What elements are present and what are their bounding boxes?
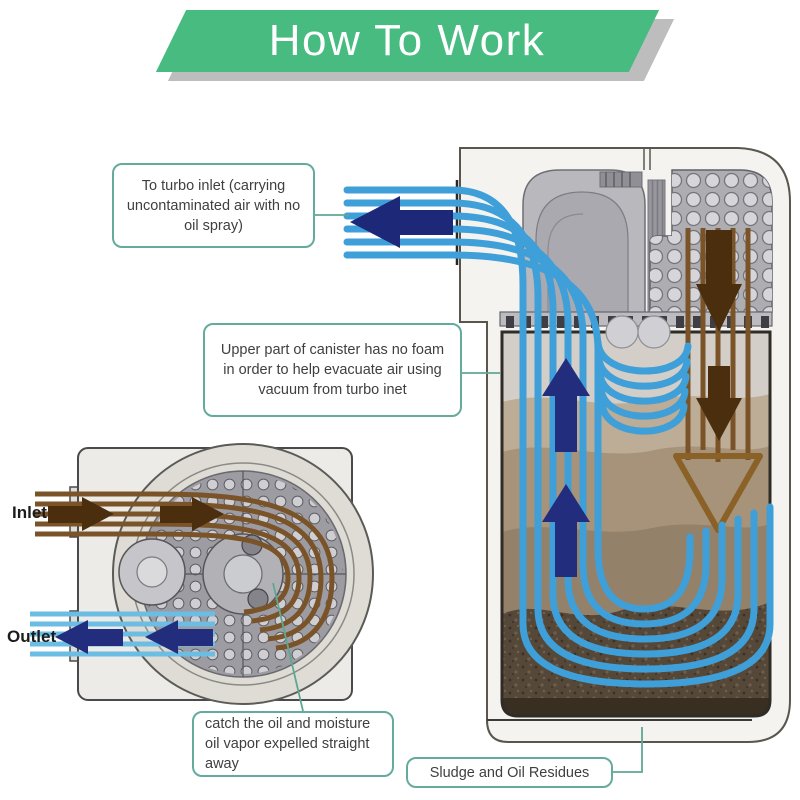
side-boss-bore [136,556,168,588]
hollow-down-arrow-icon [673,453,763,533]
vacuum-spray-arcs [594,338,692,435]
connector-sludge [613,727,643,773]
inlet-arrow-icon [48,497,114,531]
callout-sludge: Sludge and Oil Residues [406,757,613,788]
connector-catch-oil [272,582,304,712]
clean-air-flow-lines [343,186,774,688]
main-canister-diagram [343,147,791,743]
down-arrow-icon [696,230,742,332]
outlet-label: Outlet [7,627,57,646]
outlet-arrow-icon [145,620,213,654]
callout-upper-canister: Upper part of canister has no foam in or… [203,323,462,417]
outlet-to-turbo-arrow-icon [350,196,453,248]
up-arrow-icon [542,358,590,452]
callout-connectors [272,214,643,773]
callout-turbo-inlet: To turbo inlet (carrying uncontaminated … [112,163,315,248]
down-arrow-icon [696,366,742,441]
up-arrow-icon [542,484,590,577]
inlet-label: Inlet [12,503,47,522]
top-view-diagram [30,443,374,705]
center-hub-bore [223,554,263,594]
callout-catch-oil: catch the oil and moisture oil vapor exp… [192,711,394,777]
outlet-arrow-icon [55,620,123,654]
inlet-arrow-icon [160,497,224,531]
page-title: How To Work [268,16,546,65]
